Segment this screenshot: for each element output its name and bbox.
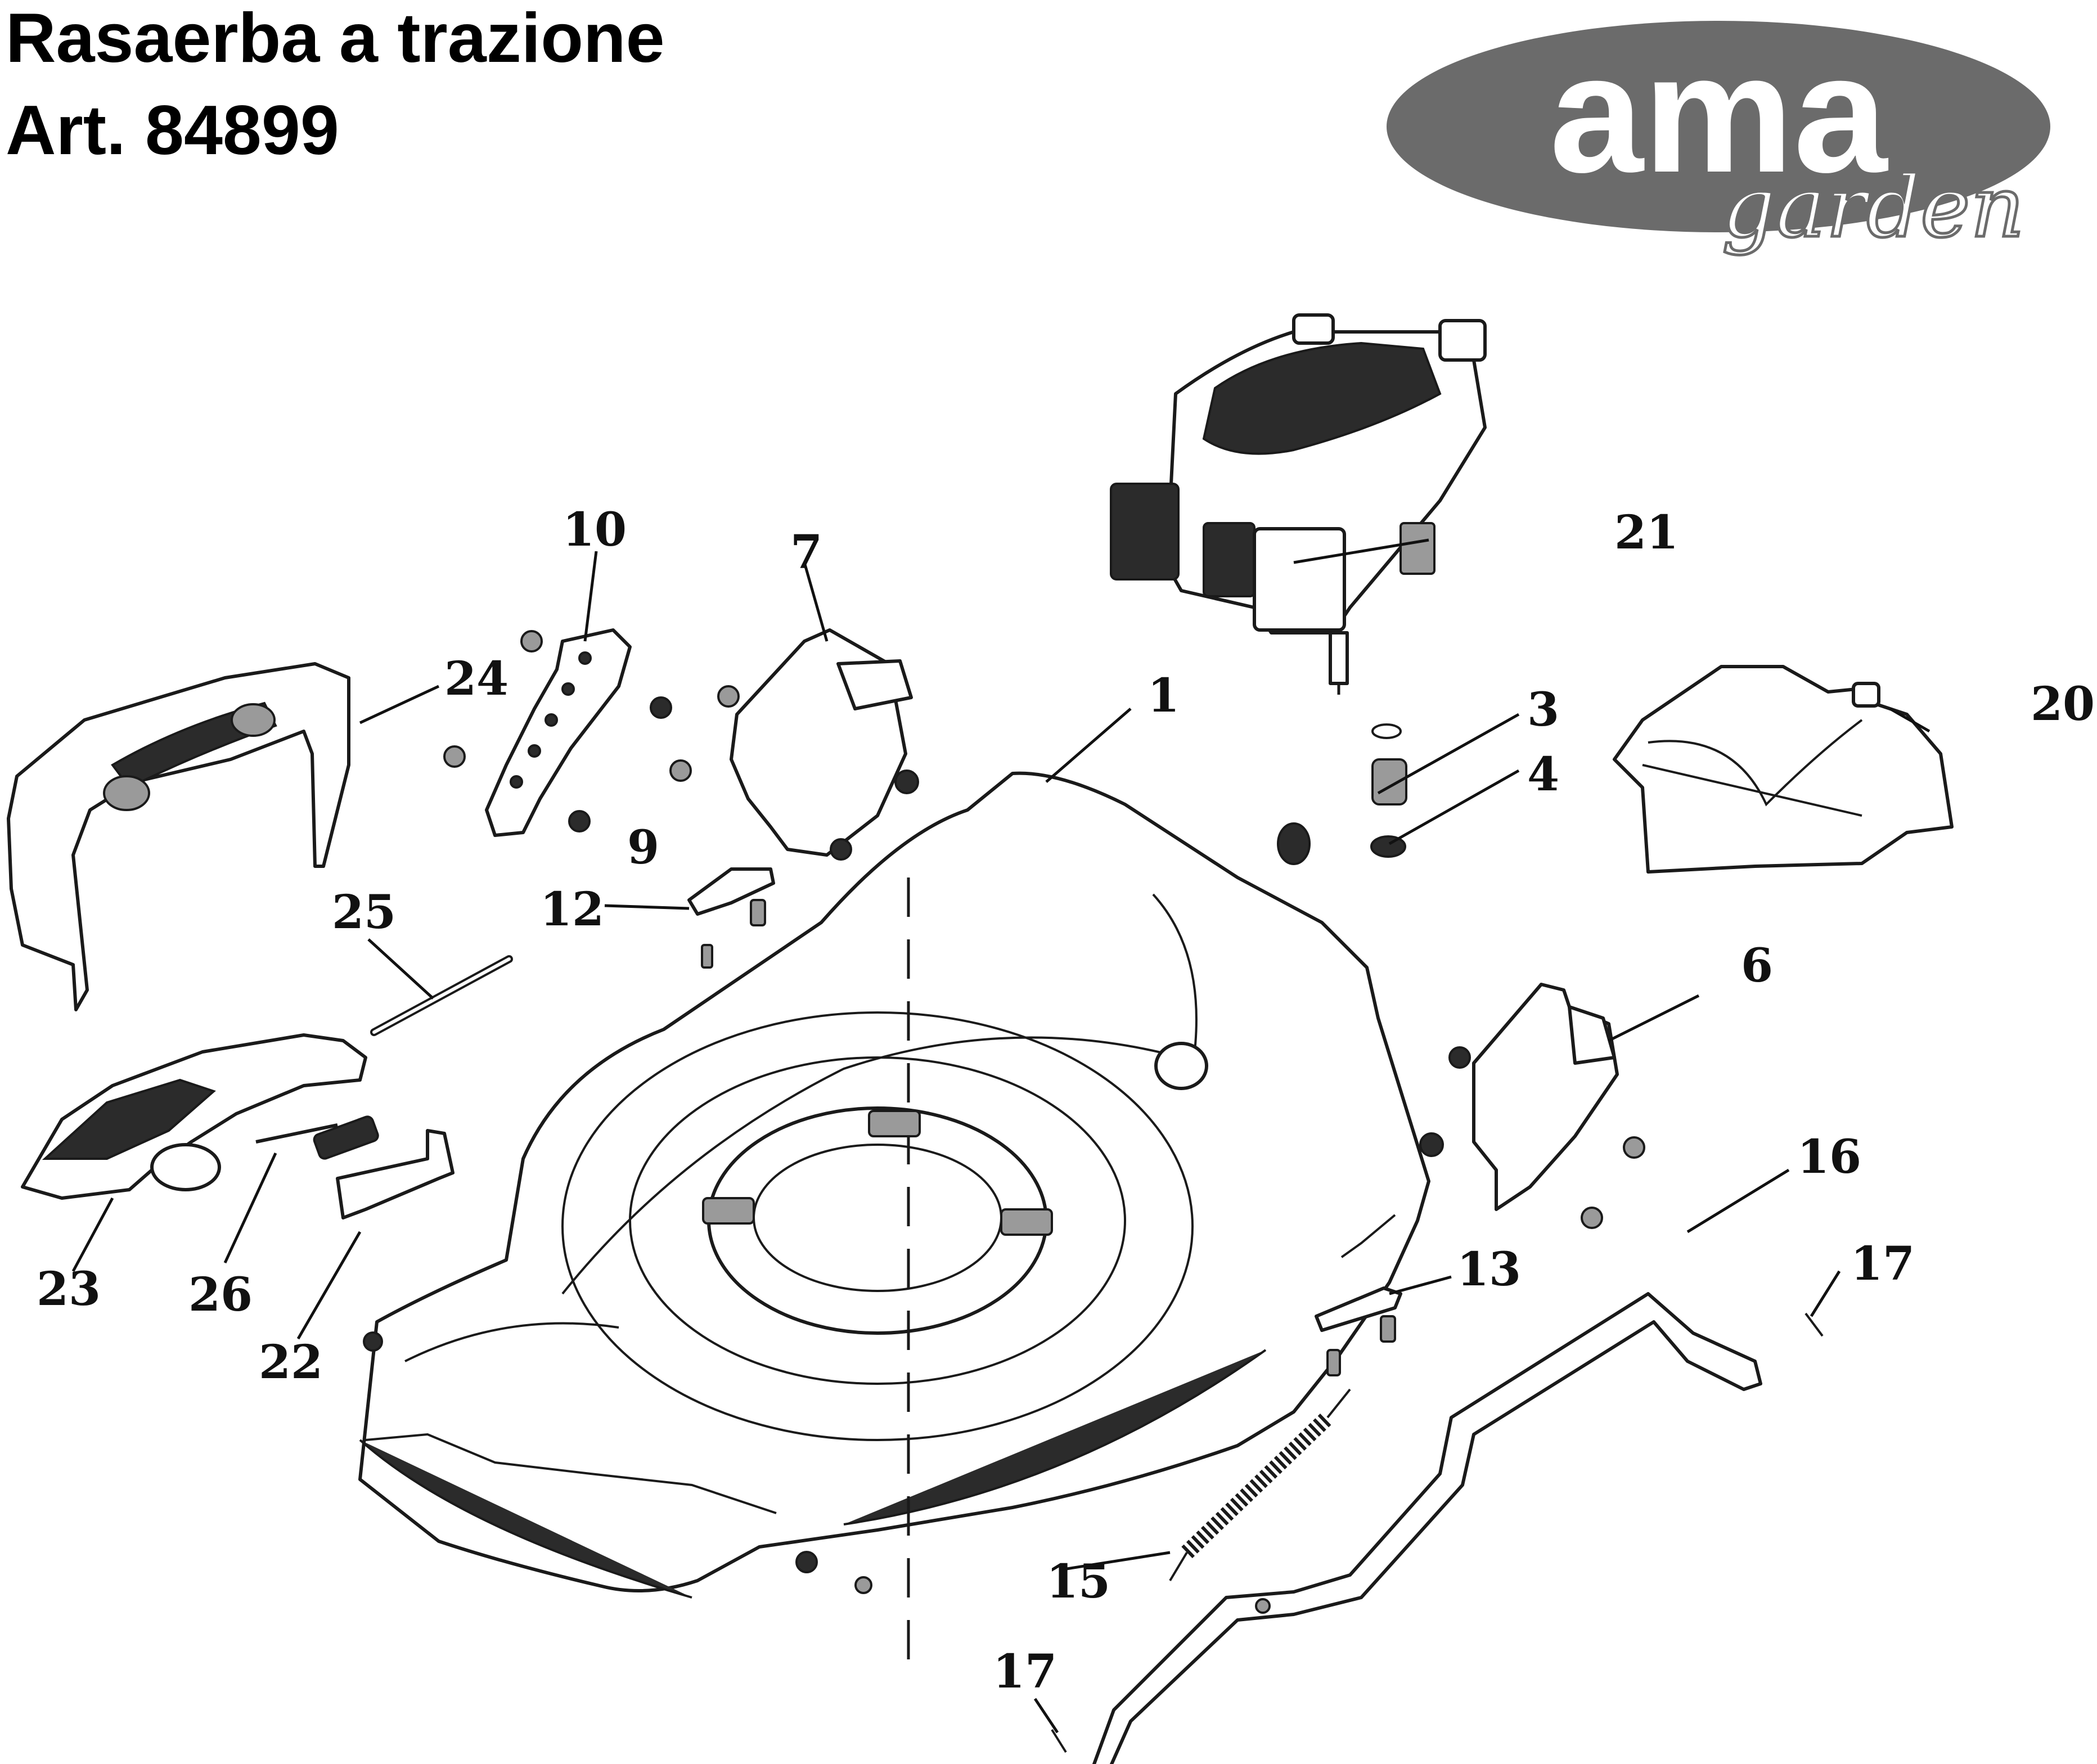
grass-catcher-part-20 bbox=[1613, 665, 1954, 874]
callout-4: 4 bbox=[1527, 748, 1559, 802]
callout-10: 10 bbox=[562, 503, 627, 557]
callout-6: 6 bbox=[1741, 939, 1773, 993]
brand-logo: ama garden bbox=[1387, 19, 2050, 258]
bracket-part-6 bbox=[1419, 983, 1645, 1229]
trim-cover-part-23 bbox=[21, 1033, 367, 1200]
page-title: Rasaerba a trazione bbox=[6, 0, 665, 77]
spring-part-15 bbox=[1169, 1388, 1351, 1582]
callout-16: 16 bbox=[1797, 1130, 1861, 1184]
callout-21: 21 bbox=[1614, 506, 1678, 560]
latch-part-12 bbox=[687, 867, 775, 969]
logo-sub-text: garden bbox=[1722, 159, 2025, 256]
engine-part-21 bbox=[1110, 313, 1487, 695]
logo-brand-text: ama bbox=[1550, 19, 1888, 208]
article-number: Art. 84899 bbox=[6, 92, 339, 169]
callout-9: 9 bbox=[627, 821, 659, 875]
callout-1: 1 bbox=[1148, 669, 1180, 723]
callout-20: 20 bbox=[2031, 677, 2095, 731]
bracket-part-7 bbox=[669, 628, 919, 861]
logo-ellipse bbox=[1387, 21, 2050, 232]
pin-part-25 bbox=[370, 955, 513, 1036]
callout-3: 3 bbox=[1527, 683, 1559, 737]
callout-13: 13 bbox=[1457, 1243, 1521, 1297]
callout-15: 15 bbox=[1046, 1555, 1110, 1609]
callout-24: 24 bbox=[444, 652, 508, 706]
callout-22: 22 bbox=[259, 1335, 323, 1389]
link-part-13 bbox=[1315, 1214, 1402, 1376]
height-adjuster-part-10 bbox=[443, 628, 672, 837]
callout-25: 25 bbox=[332, 885, 396, 939]
callout-17-upper: 17 bbox=[1851, 1237, 1915, 1291]
spring-part-26 bbox=[255, 1115, 379, 1160]
rod-part-16 bbox=[1051, 1292, 1824, 1764]
rear-flap-part-24 bbox=[7, 662, 350, 1011]
callout-23: 23 bbox=[37, 1262, 101, 1316]
callout-7: 7 bbox=[790, 525, 822, 579]
callout-numbers: 1 3 4 6 7 9 10 12 13 15 16 17 17 20 21 2… bbox=[37, 503, 2095, 1699]
hinge-part-22 bbox=[336, 1129, 454, 1220]
nut-part-3-4 bbox=[1277, 723, 1407, 865]
mower-deck-part-1 bbox=[358, 771, 1430, 1665]
callout-26: 26 bbox=[188, 1268, 253, 1322]
callout-17-lower: 17 bbox=[993, 1645, 1057, 1699]
leader-lines bbox=[71, 538, 1930, 1734]
callout-12: 12 bbox=[540, 883, 604, 937]
